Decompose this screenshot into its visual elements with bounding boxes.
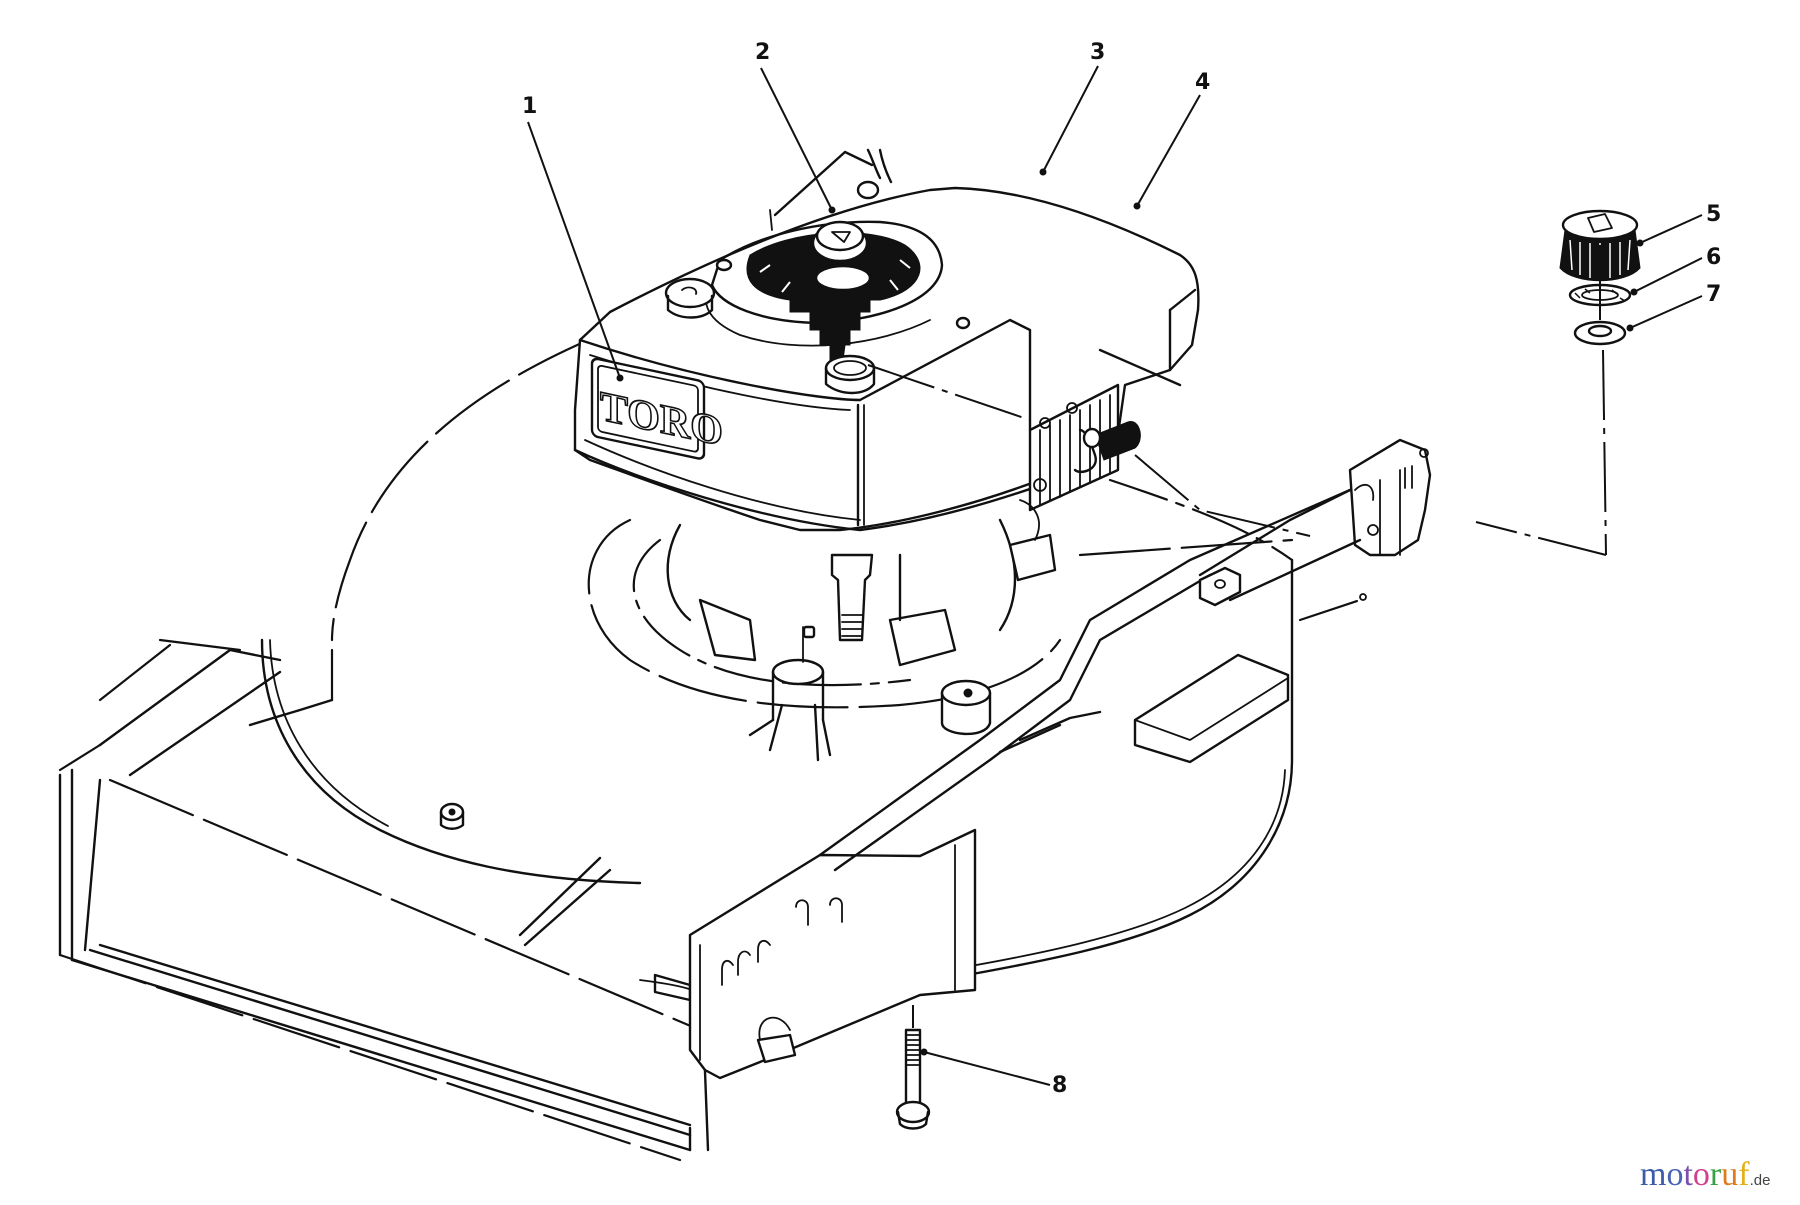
mower-deck [248, 333, 1294, 980]
callout-3: 3 [1090, 40, 1106, 65]
toro-badge: TORO [590, 357, 724, 460]
deck-stud-left [439, 802, 465, 830]
motoruf-watermark: motoruf.de [1640, 1158, 1770, 1192]
callout-7: 7 [1706, 282, 1722, 307]
watermark-letter: r [1709, 1156, 1722, 1193]
flange-bolt [895, 1005, 931, 1130]
rear-baffle [58, 638, 711, 1162]
callout-5: 5 [1706, 202, 1722, 227]
engine-mount-ring [587, 518, 1062, 762]
watermark-letter: m [1640, 1156, 1667, 1193]
callout-2: 2 [755, 40, 771, 65]
leader-lines [527, 65, 1703, 1086]
watermark-letter: u [1721, 1156, 1739, 1193]
callout-8: 8 [1052, 1073, 1068, 1098]
handle-bracket-rear [1198, 438, 1432, 622]
watermark-letter: o [1666, 1156, 1684, 1193]
watermark-suffix: .de [1749, 1172, 1771, 1189]
callout-4: 4 [1195, 70, 1211, 95]
knob-assembly [1475, 209, 1641, 556]
callout-1: 1 [522, 94, 538, 119]
watermark-letter: o [1692, 1156, 1710, 1193]
handle-bracket-front [688, 488, 1352, 1080]
watermark-letter: t [1683, 1156, 1693, 1193]
callout-6: 6 [1706, 245, 1722, 270]
engine [573, 148, 1200, 541]
deck-tab [998, 653, 1290, 764]
watermark-letter: f [1738, 1156, 1750, 1193]
